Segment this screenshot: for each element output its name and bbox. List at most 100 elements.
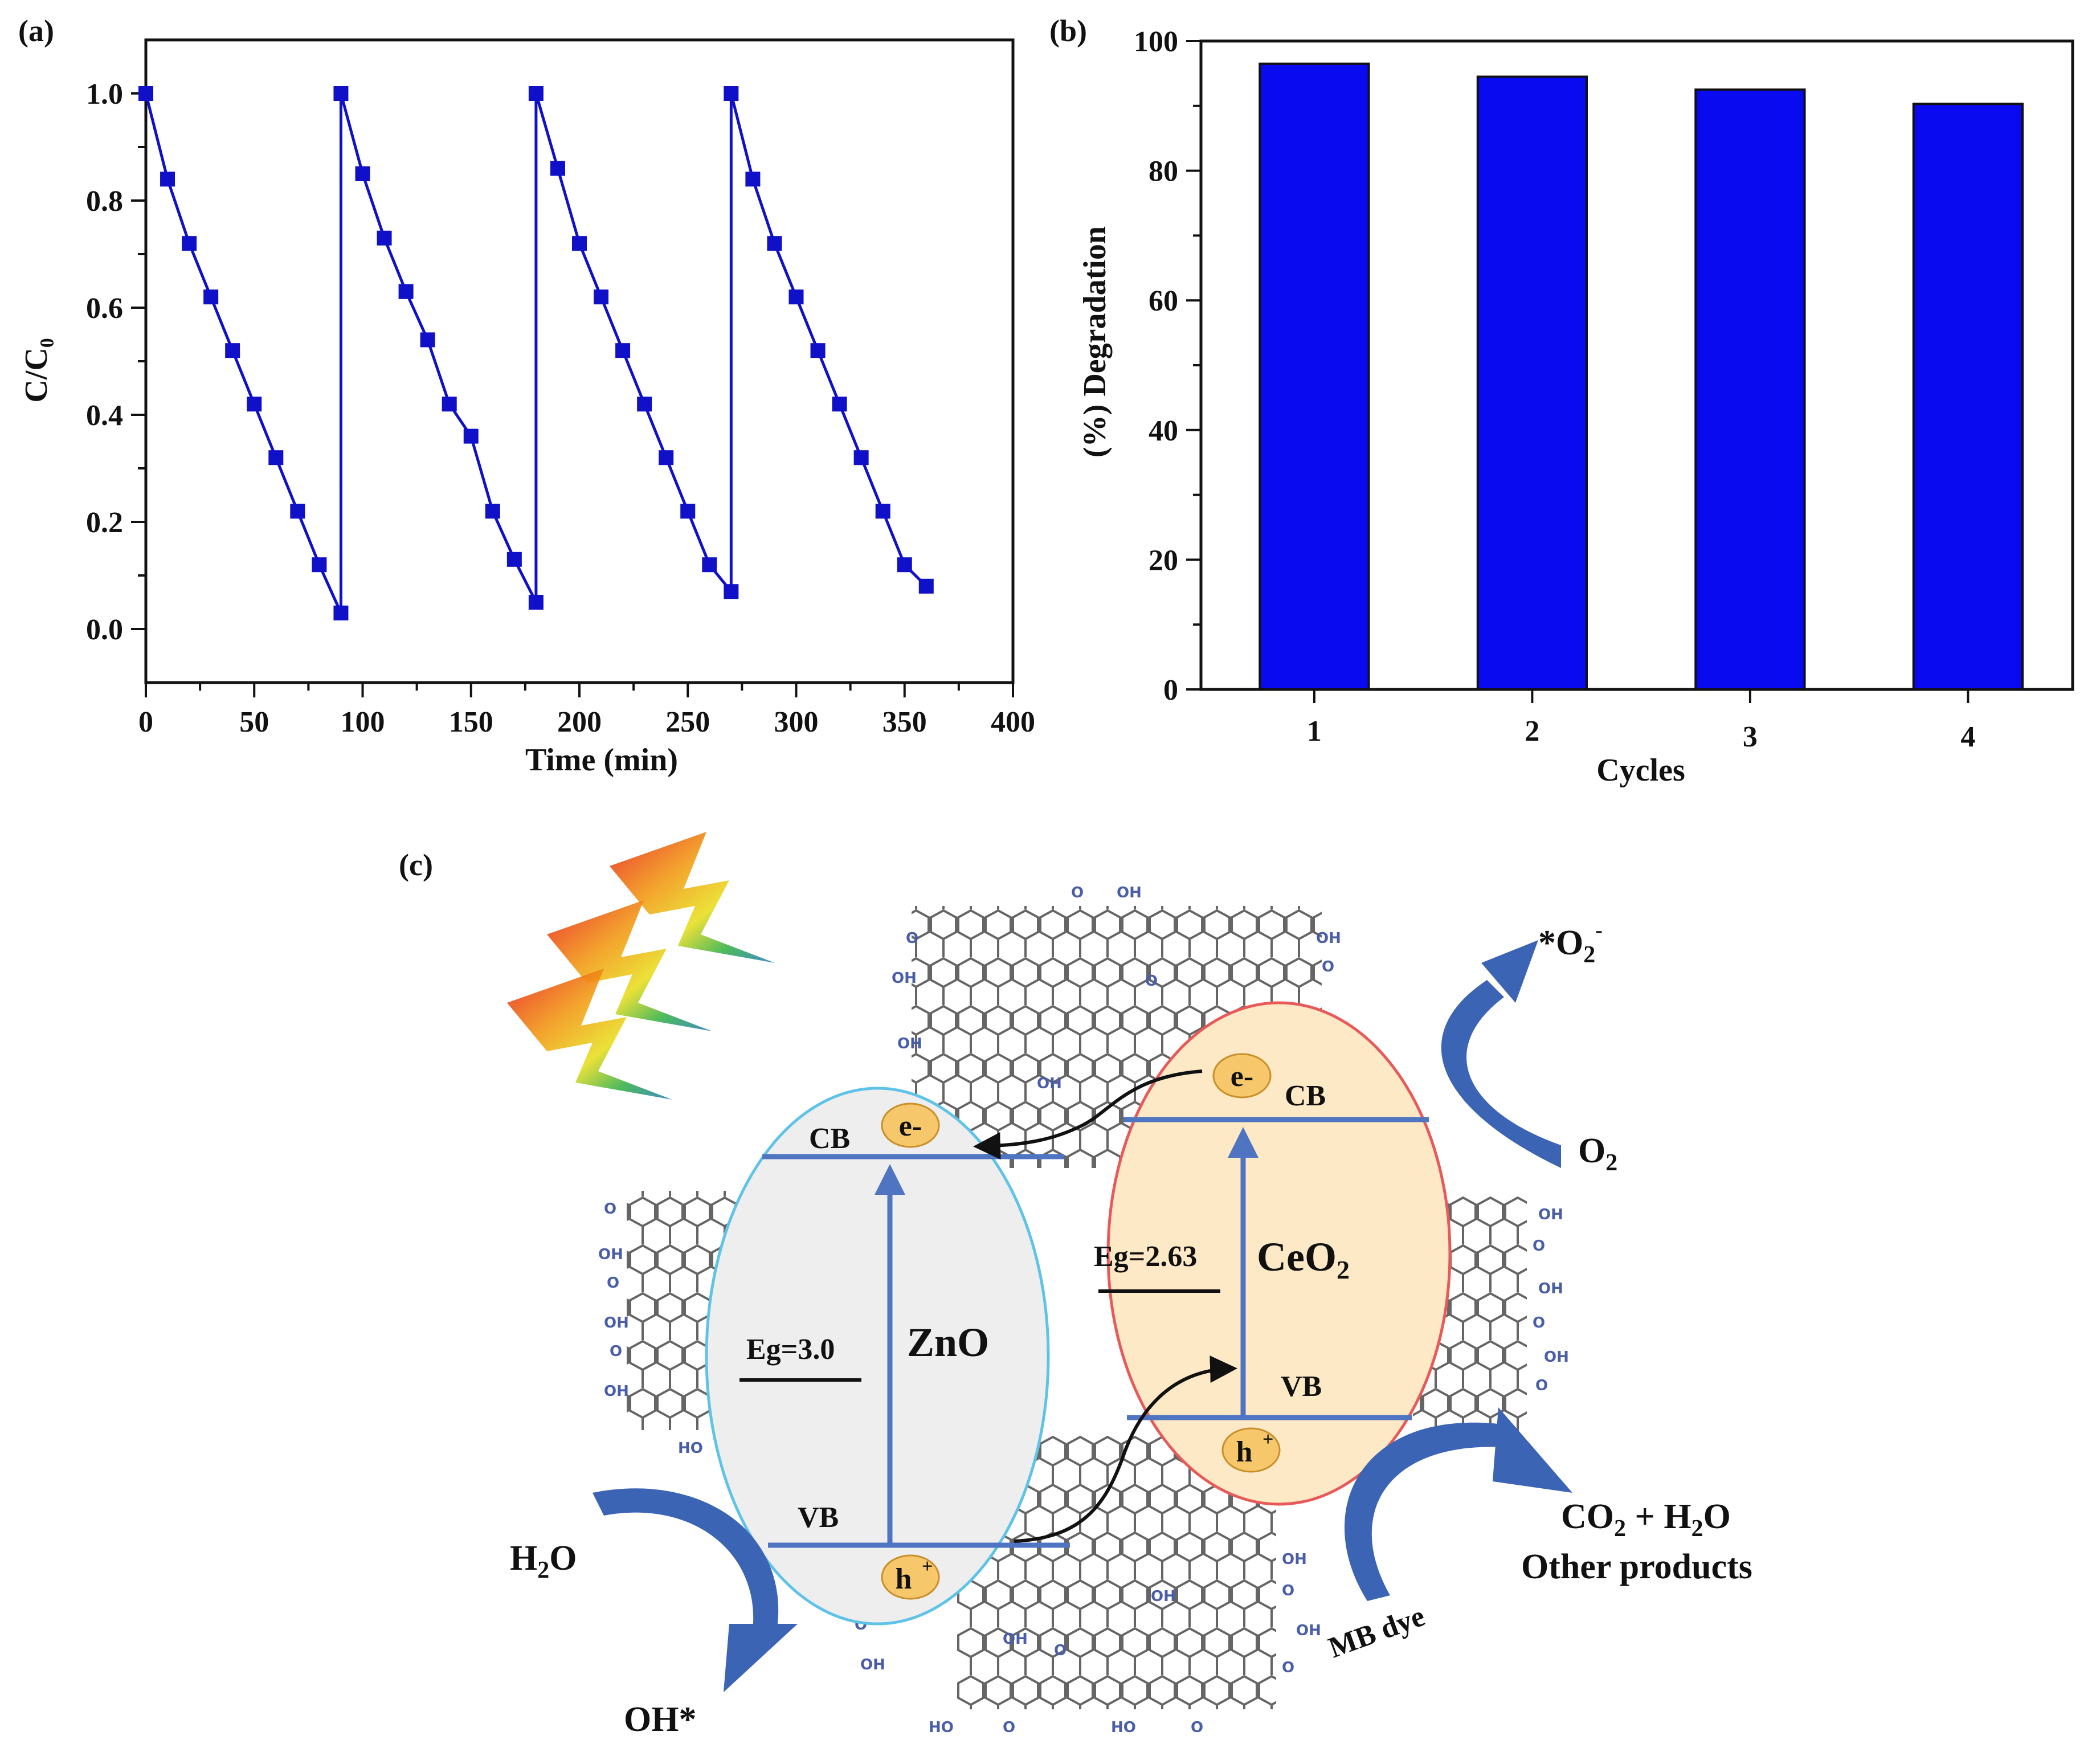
y-tick-label: 0.8 bbox=[86, 185, 123, 218]
data-point bbox=[832, 397, 847, 412]
data-point bbox=[528, 595, 544, 610]
data-point bbox=[680, 504, 696, 519]
panel-a-markers bbox=[138, 86, 934, 620]
products-line1: CO2 + H2O bbox=[1561, 1497, 1731, 1542]
functional-group-label: OH bbox=[892, 970, 917, 987]
functional-group-label: O bbox=[1282, 1582, 1294, 1599]
y-tick-label: 100 bbox=[1134, 26, 1178, 58]
data-point bbox=[788, 289, 804, 305]
data-point bbox=[918, 578, 934, 594]
data-point bbox=[290, 504, 305, 519]
data-point bbox=[724, 86, 739, 101]
bar bbox=[1476, 75, 1588, 691]
functional-group-label: O bbox=[1282, 1659, 1294, 1676]
y-tick-label: 0 bbox=[1163, 674, 1178, 707]
data-point bbox=[268, 450, 284, 466]
functional-group-label: OH bbox=[1003, 1631, 1028, 1648]
functional-group-label: OH bbox=[1117, 884, 1142, 901]
panel-c-label: (c) bbox=[399, 848, 433, 882]
functional-group-label: OH bbox=[1282, 1551, 1307, 1568]
dye-degradation-arrow bbox=[1344, 1407, 1572, 1601]
x-tick-label: 2 bbox=[1525, 715, 1539, 748]
products-line2: Other products bbox=[1521, 1547, 1752, 1586]
data-point bbox=[637, 397, 652, 412]
ceo2-vb-label: VB bbox=[1281, 1370, 1322, 1403]
functional-group-label: OH bbox=[1538, 1280, 1563, 1297]
panel-a-xlabel: Time (min) bbox=[525, 742, 678, 778]
x-tick-label: 4 bbox=[1960, 721, 1975, 753]
panel-a-frame bbox=[144, 38, 1015, 684]
zno-name: ZnO bbox=[907, 1320, 989, 1365]
panel-b-label: (b) bbox=[1049, 14, 1087, 48]
x-tick-label: 0 bbox=[138, 706, 153, 738]
light-icon bbox=[507, 832, 775, 1100]
x-tick-label: 300 bbox=[774, 706, 819, 738]
panel-a-ticks bbox=[131, 92, 1014, 697]
y-tick-label: 0.4 bbox=[86, 399, 123, 432]
data-point bbox=[897, 557, 912, 573]
functional-group-label: O bbox=[604, 1200, 616, 1218]
data-point bbox=[333, 86, 349, 101]
svg-text:e-: e- bbox=[899, 1110, 922, 1142]
hole-transfer-arrow bbox=[1014, 1355, 1237, 1543]
functional-group-label: HO bbox=[1111, 1719, 1136, 1736]
bar bbox=[1912, 103, 2024, 691]
o2-reduction-arrow bbox=[1441, 940, 1561, 1168]
zno-bandgap: Eg=3.0 bbox=[746, 1333, 835, 1366]
ceo2-bandgap: Eg=2.63 bbox=[1094, 1240, 1197, 1273]
zno-electron-badge: e- bbox=[881, 1102, 940, 1148]
data-point bbox=[333, 605, 349, 620]
data-point bbox=[615, 343, 631, 358]
ceo2-hole-badge: h + bbox=[1221, 1427, 1281, 1473]
zno-cb-label: CB bbox=[809, 1122, 850, 1155]
functional-group-label: O bbox=[1322, 958, 1334, 975]
functional-group-label: OH bbox=[860, 1656, 885, 1673]
data-point bbox=[528, 86, 544, 101]
svg-text:h: h bbox=[1236, 1436, 1253, 1468]
data-point bbox=[160, 172, 175, 187]
data-point bbox=[420, 332, 435, 348]
functional-group-label: HO bbox=[929, 1719, 954, 1736]
panel-a-label: (a) bbox=[18, 14, 54, 48]
functional-group-label: OH bbox=[1544, 1349, 1569, 1366]
electron-transfer-arrow bbox=[973, 1069, 1203, 1160]
functional-group-label: OH bbox=[604, 1314, 629, 1332]
data-point bbox=[875, 504, 890, 519]
water-label: H2O bbox=[510, 1539, 577, 1583]
data-point bbox=[594, 289, 609, 305]
y-tick-label: 1.0 bbox=[86, 78, 123, 111]
data-point bbox=[485, 504, 500, 519]
panel-a-ylabel: C/C₀ bbox=[19, 338, 54, 402]
data-point bbox=[312, 557, 327, 573]
functional-group-label: O bbox=[906, 930, 918, 947]
x-tick-label: 3 bbox=[1743, 721, 1758, 753]
functional-group-label: HO bbox=[678, 1440, 703, 1457]
functional-group-label: O bbox=[1533, 1314, 1545, 1332]
functional-group-label: OH bbox=[1538, 1206, 1563, 1223]
functional-group-label: O bbox=[1191, 1719, 1203, 1736]
functional-group-label: O bbox=[1145, 973, 1158, 990]
functional-group-label: O bbox=[1003, 1719, 1015, 1736]
functional-group-label: OH bbox=[604, 1383, 629, 1400]
panel-b-ticks bbox=[1186, 40, 1970, 703]
data-point bbox=[442, 397, 457, 412]
svg-text:+: + bbox=[922, 1556, 933, 1577]
panel-b-bars bbox=[1259, 62, 2024, 691]
data-point bbox=[506, 552, 522, 567]
functional-group-label: O bbox=[1535, 1377, 1548, 1394]
y-tick-label: 0.6 bbox=[86, 292, 123, 325]
x-tick-label: 400 bbox=[991, 706, 1035, 738]
y-tick-label: 20 bbox=[1149, 544, 1178, 577]
bar bbox=[1259, 62, 1370, 691]
x-tick-label: 100 bbox=[341, 706, 385, 738]
mb-dye-label: MB dye bbox=[1325, 1600, 1429, 1664]
data-point bbox=[659, 450, 674, 466]
panel-b-xlabel: Cycles bbox=[1596, 753, 1685, 788]
oxygen-label: O2 bbox=[1578, 1132, 1617, 1176]
